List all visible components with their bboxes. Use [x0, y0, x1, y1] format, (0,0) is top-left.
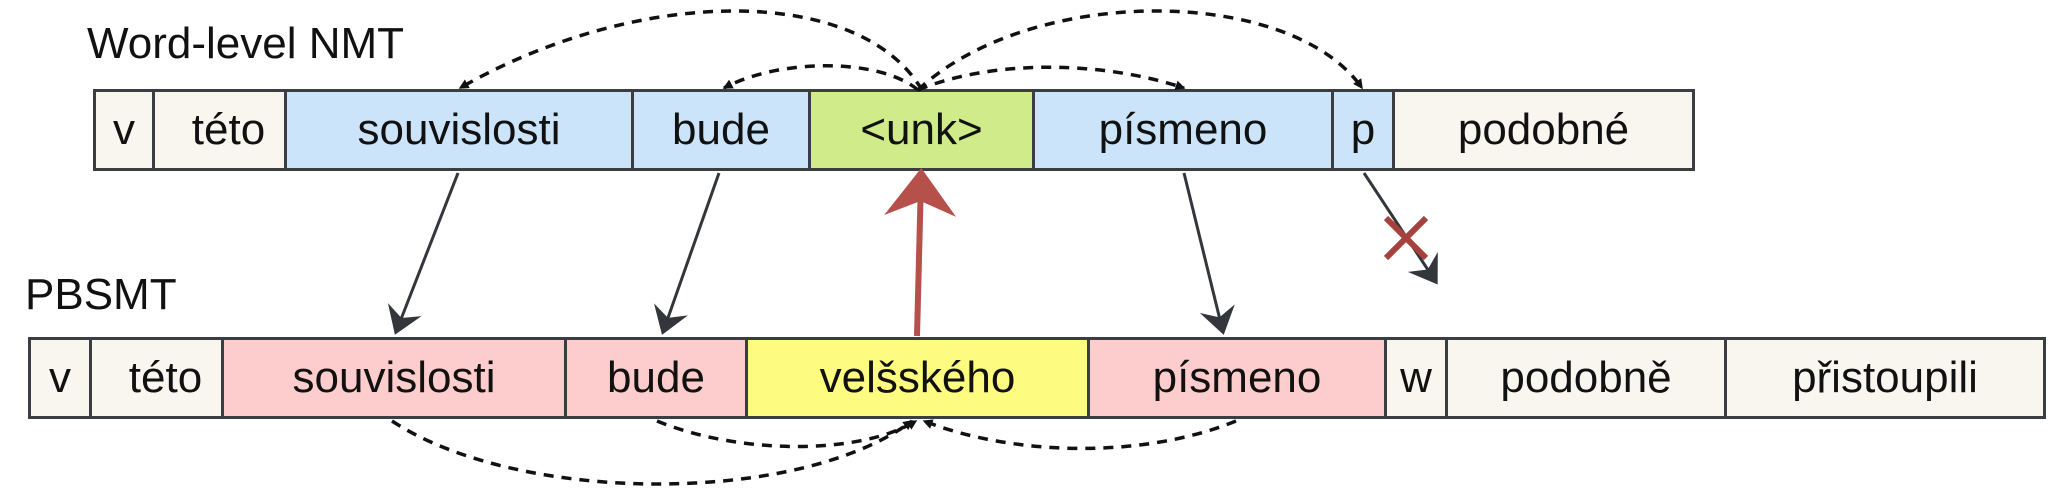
- pbsmt-arc-from-souvislosti: [391, 419, 914, 486]
- pbsmt-token-pismeno: písmeno: [1087, 337, 1387, 419]
- nmt-row-label: Word-level NMT: [87, 19, 405, 68]
- nmt-token-teto: této: [152, 89, 287, 171]
- cross-icon: [1383, 215, 1429, 261]
- align-bude: [653, 172, 721, 335]
- nmt-token-podobne: podobné: [1392, 89, 1695, 171]
- align-pismeno: [1182, 172, 1235, 335]
- pbsmt-arc-from-bude: [656, 419, 918, 449]
- pbsmt-token-pristoupili: přistoupili: [1724, 337, 2046, 419]
- align-p-rejected: [1362, 172, 1438, 285]
- pbsmt-token-teto: této: [89, 337, 224, 419]
- nmt-arc-to-pismeno: [917, 65, 1186, 92]
- replacement-arrow: [884, 168, 957, 337]
- pbsmt-arc-from-pismeno: [922, 419, 1237, 451]
- nmt-arc-to-souvislosti: [458, 9, 924, 91]
- pbsmt-row-label: PBSMT: [25, 270, 177, 319]
- nmt-arc-to-p: [916, 9, 1364, 92]
- nmt-token-v: v: [93, 89, 155, 171]
- pbsmt-token-souvislosti: souvislosti: [221, 337, 567, 419]
- pbsmt-token-v: v: [28, 337, 92, 419]
- pbsmt-token-podobne: podobně: [1445, 337, 1727, 419]
- nmt-arc-to-bude: [722, 64, 920, 92]
- align-souvislosti: [387, 172, 460, 335]
